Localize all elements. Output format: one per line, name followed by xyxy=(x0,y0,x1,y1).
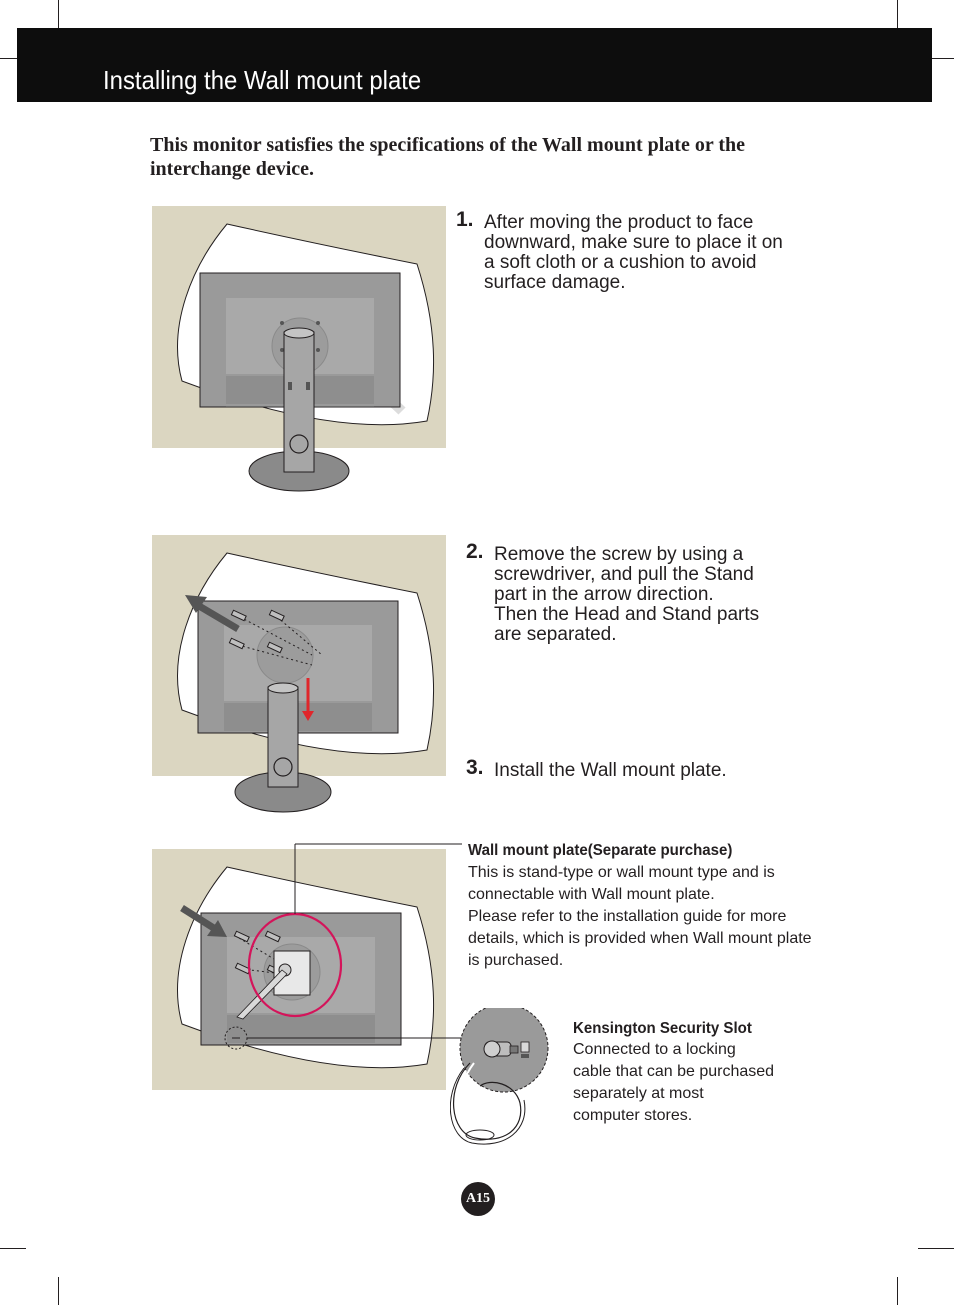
crop-mark xyxy=(0,1248,26,1249)
page-number-badge xyxy=(461,1182,495,1216)
kensington-note-body: Connected to a locking cable that can be… xyxy=(573,1041,775,1124)
intro-text: This monitor satisfies the specification… xyxy=(150,134,745,180)
crop-mark xyxy=(897,0,898,28)
step-3-text: Install the Wall mount plate. xyxy=(494,760,727,781)
wall-mount-note-body: This is stand-type or wall mount type an… xyxy=(468,864,812,969)
kensington-note-title: Kensington Security Slot xyxy=(573,1020,752,1037)
step-2-number: 2. xyxy=(466,540,484,563)
crop-mark xyxy=(58,0,59,28)
crop-mark xyxy=(918,1248,954,1249)
crop-mark xyxy=(897,1277,898,1305)
kensington-lock-illustration xyxy=(450,1008,549,1145)
remove-stand-illustration xyxy=(152,535,446,813)
wall-mount-plate-illustration xyxy=(152,843,467,1090)
crop-mark xyxy=(0,58,17,59)
page-title: Installing the Wall mount plate xyxy=(103,65,422,95)
page-number: A15 xyxy=(465,1191,491,1206)
crop-mark xyxy=(932,58,954,59)
wall-mount-note-title: Wall mount plate(Separate purchase) xyxy=(468,842,733,859)
monitor-face-down-illustration xyxy=(152,206,446,492)
crop-mark xyxy=(58,1277,59,1305)
step-1-number: 1. xyxy=(456,208,474,231)
header-bar xyxy=(17,28,932,102)
step-3-number: 3. xyxy=(466,756,484,779)
step-2-text: Remove the screw by using a screwdriver,… xyxy=(494,544,760,645)
step-1-text: After moving the product to face downwar… xyxy=(484,212,783,293)
